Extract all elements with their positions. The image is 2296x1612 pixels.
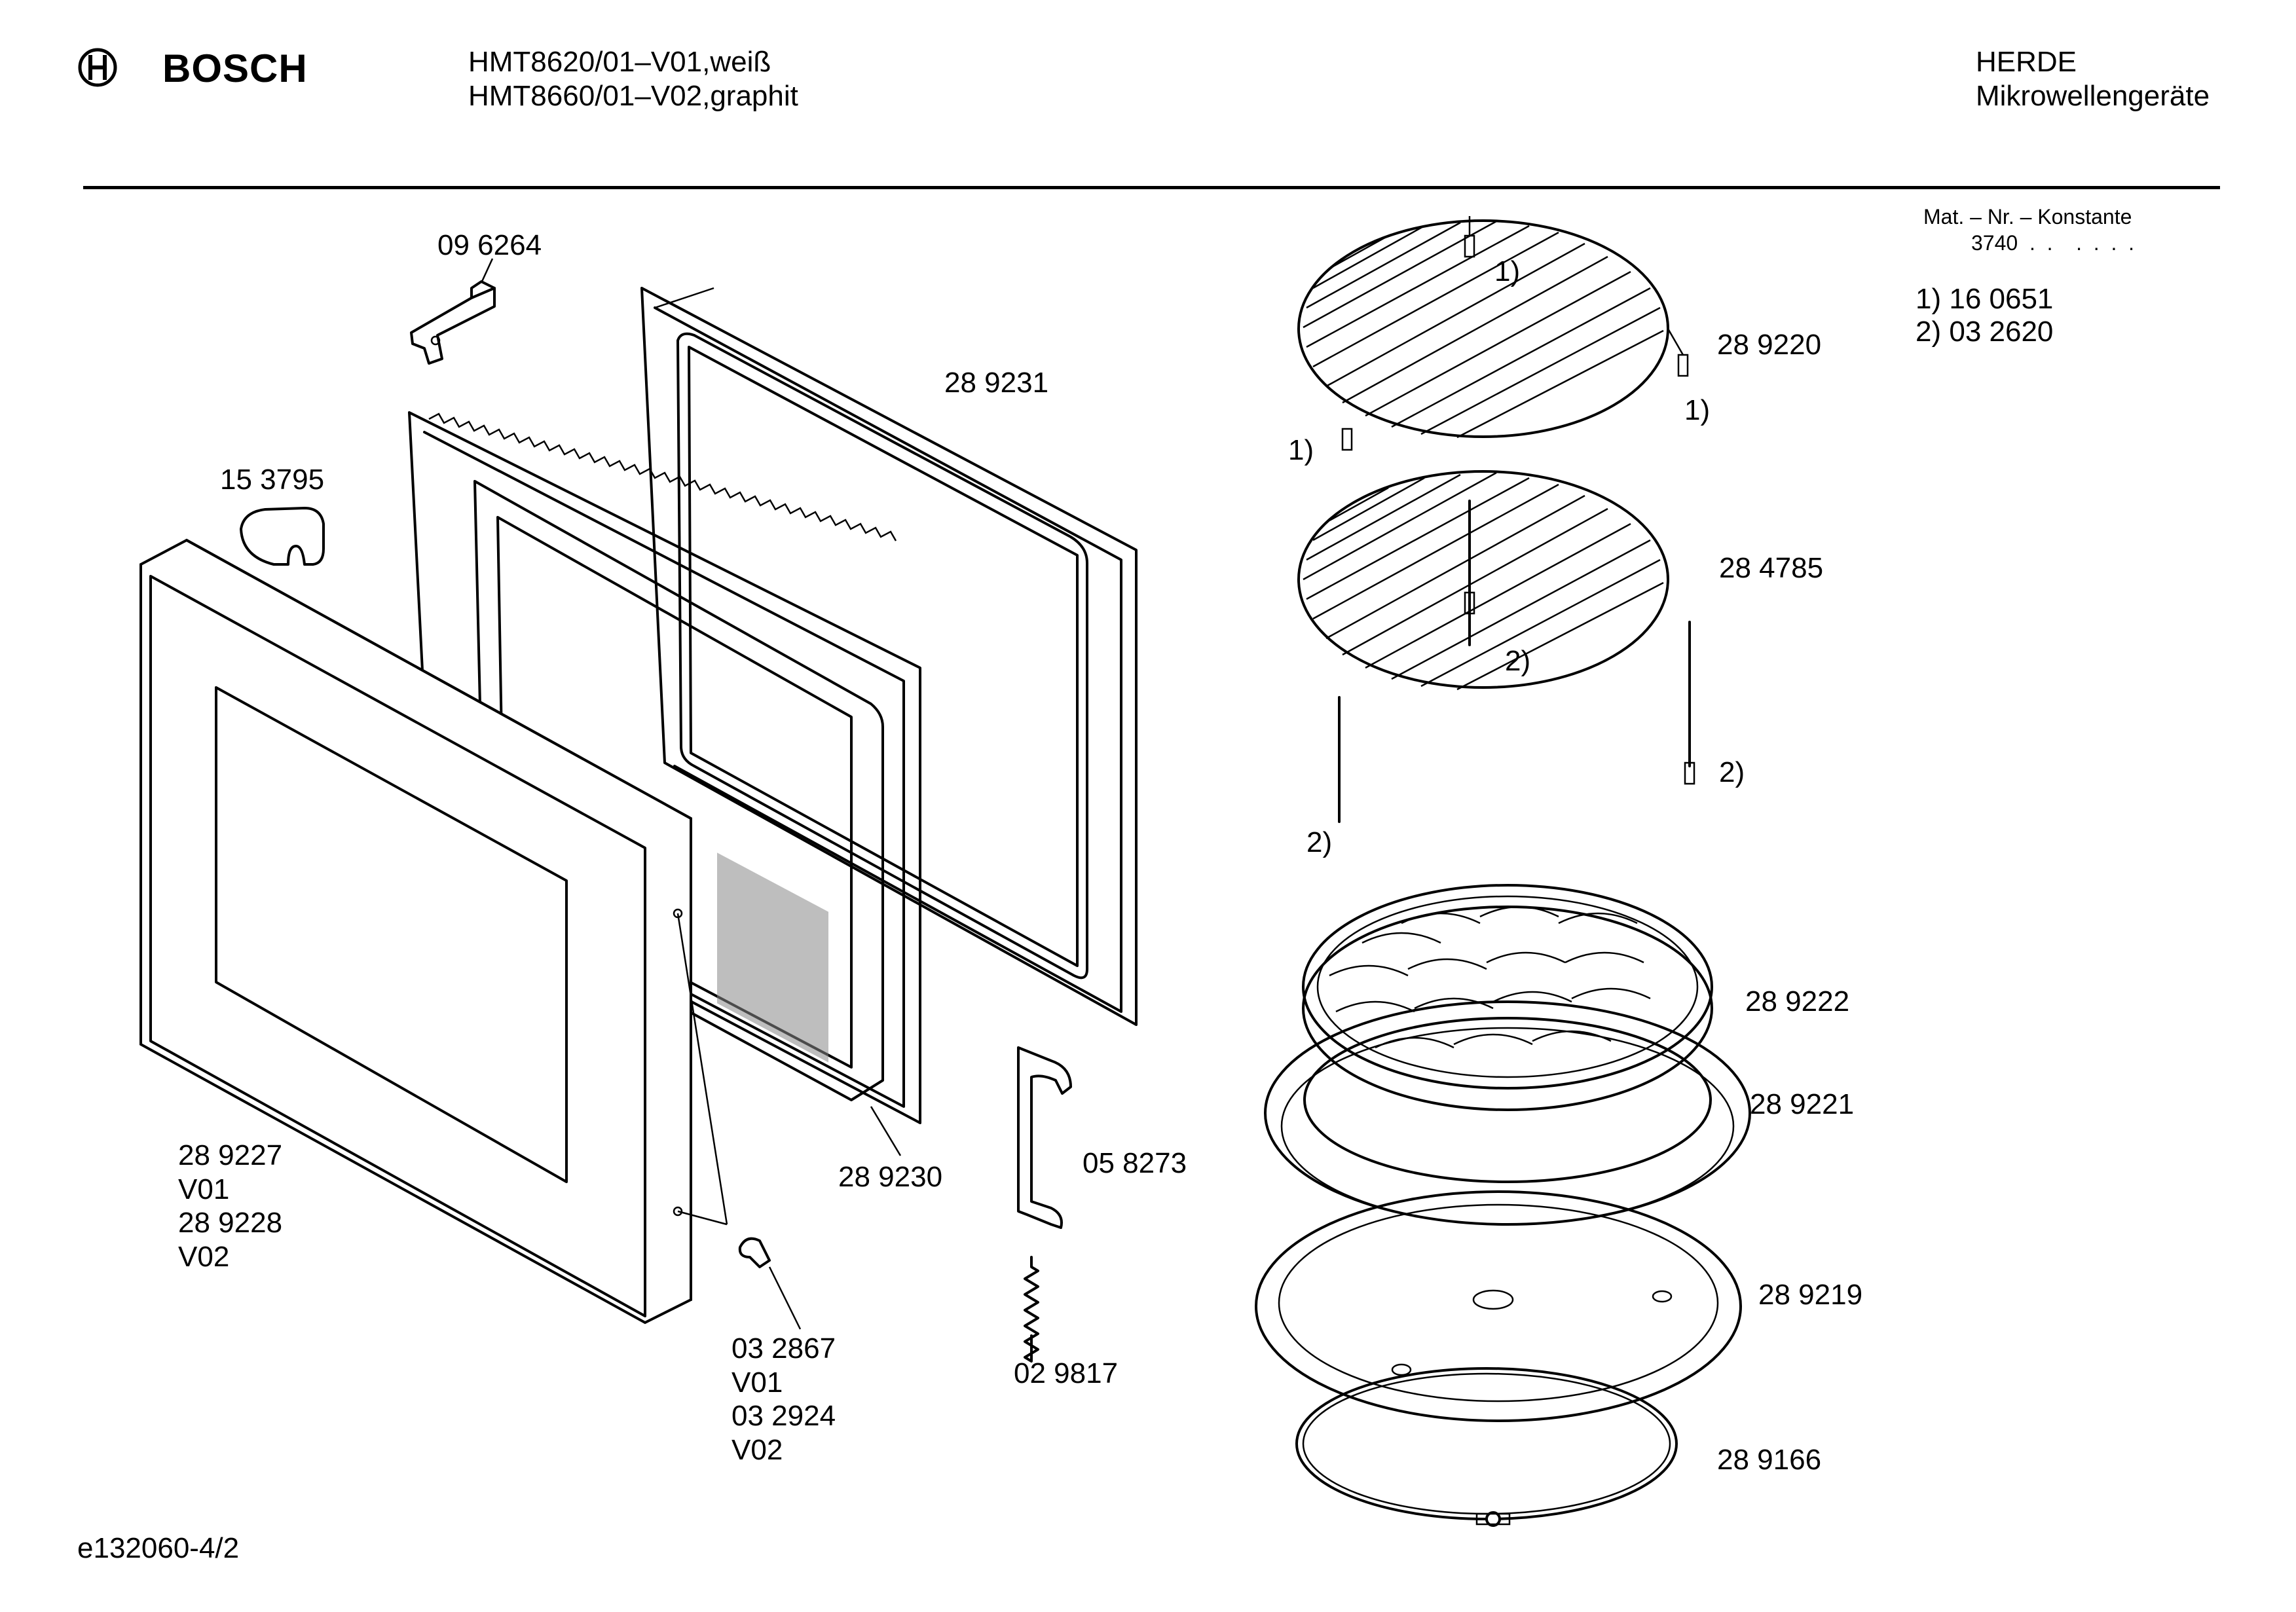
part-label-029817: 02 9817 [1014,1357,1119,1389]
footnote-2: 2) 03 2620 [1916,316,2054,348]
part-label-289231: 28 9231 [944,367,1049,399]
mat-info-code: 3740 . . . . . . [1971,231,2134,255]
bosch-logo-icon [77,47,118,88]
hinge-bracket-part [410,258,496,365]
part-label-289228: 28 9228 [178,1207,283,1239]
crisp-plate-part [1302,884,1713,1111]
grill-rack-high-part [1297,216,1689,451]
plate-ring-part [1264,1000,1751,1226]
note-1-top: 1) [1494,255,1521,287]
part-label-153795: 15 3795 [220,464,325,496]
part-label-058273: 05 8273 [1083,1147,1187,1179]
variant-label-v02-door: V02 [178,1241,230,1273]
note-2-left: 2) [1306,826,1333,858]
part-label-289220: 28 9220 [1717,329,1822,361]
variant-label-v01-screw: V01 [731,1366,783,1399]
note-2-center: 2) [1505,645,1531,677]
header-divider [83,186,2220,189]
part-label-289222: 28 9222 [1745,985,1850,1017]
model-line-1: HMT8620/01–V01,weiß [468,46,771,78]
grill-rack-low-part [1297,470,1695,823]
part-label-032867: 03 2867 [731,1332,836,1365]
part-label-032924: 03 2924 [731,1400,836,1432]
note-2-right: 2) [1719,756,1745,788]
clip-part [240,507,325,566]
document-id: e132060-4/2 [77,1532,240,1564]
door-frame-part [640,287,1138,1026]
category-line-1: HERDE [1976,46,2077,78]
screw-part [738,1237,802,1330]
roller-ring-part [1295,1367,1678,1527]
part-label-289166: 28 9166 [1717,1444,1822,1476]
part-label-289221: 28 9221 [1750,1088,1855,1120]
glass-turntable-part [1255,1190,1742,1422]
spring-part [1024,1256,1039,1363]
part-label-284785: 28 4785 [1719,552,1824,584]
mat-info-title: Mat. – Nr. – Konstante [1923,205,2132,229]
category-line-2: Mikrowellengeräte [1976,80,2210,112]
front-door-part [139,538,728,1325]
part-label-289230: 28 9230 [838,1161,943,1193]
variant-label-v01-door: V01 [178,1173,230,1205]
variant-label-v02-screw: V02 [731,1434,783,1466]
model-line-2: HMT8660/01–V02,graphit [468,80,798,112]
note-1-right: 1) [1684,394,1711,426]
door-hook-part [1017,1046,1072,1229]
footnote-1: 1) 16 0651 [1916,283,2054,315]
part-label-289227: 28 9227 [178,1139,283,1171]
brand-name: BOSCH [162,46,308,90]
part-label-096264: 09 6264 [437,229,542,261]
note-1-left: 1) [1288,434,1314,466]
part-label-289219: 28 9219 [1758,1279,1863,1311]
